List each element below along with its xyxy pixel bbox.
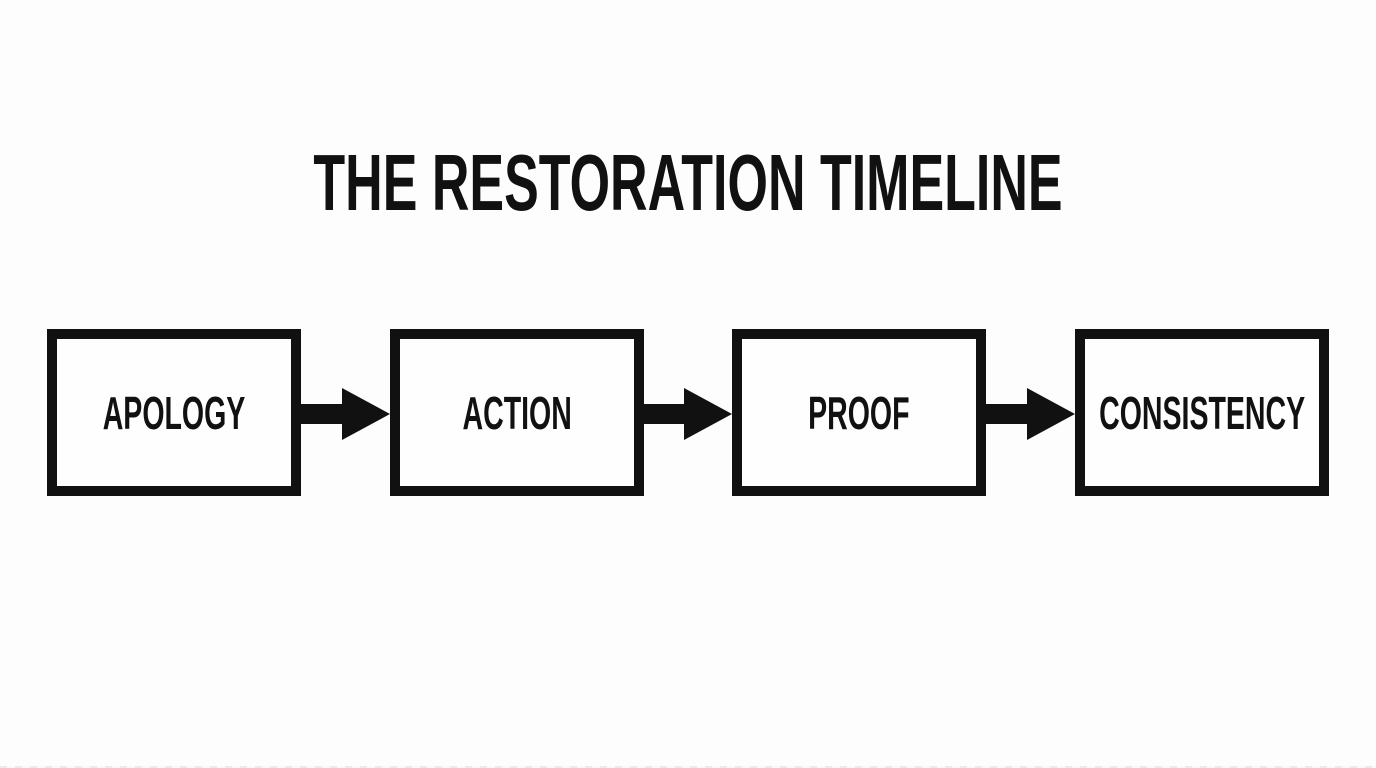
arrow-right-icon [301,388,390,440]
arrow-head [684,388,732,440]
step-box-action: ACTION [390,329,644,496]
arrow-shaft [301,404,348,424]
step-box-apology: APOLOGY [47,329,301,496]
arrow-right-icon [986,388,1075,440]
step-label: CONSISTENCY [1099,386,1306,439]
step-label: APOLOGY [102,386,246,439]
arrow-head [1027,388,1075,440]
step-label: ACTION [462,386,572,439]
arrow-shaft [644,404,690,424]
bottom-edge-artifact [0,766,1376,768]
step-label: PROOF [808,386,910,439]
arrow-right-icon [644,388,732,440]
page-title: THE RESTORATION TIMELINE [313,138,1063,227]
step-box-consistency: CONSISTENCY [1075,329,1329,496]
arrow-shaft [986,404,1033,424]
arrow-head [342,388,390,440]
step-box-proof: PROOF [732,329,986,496]
